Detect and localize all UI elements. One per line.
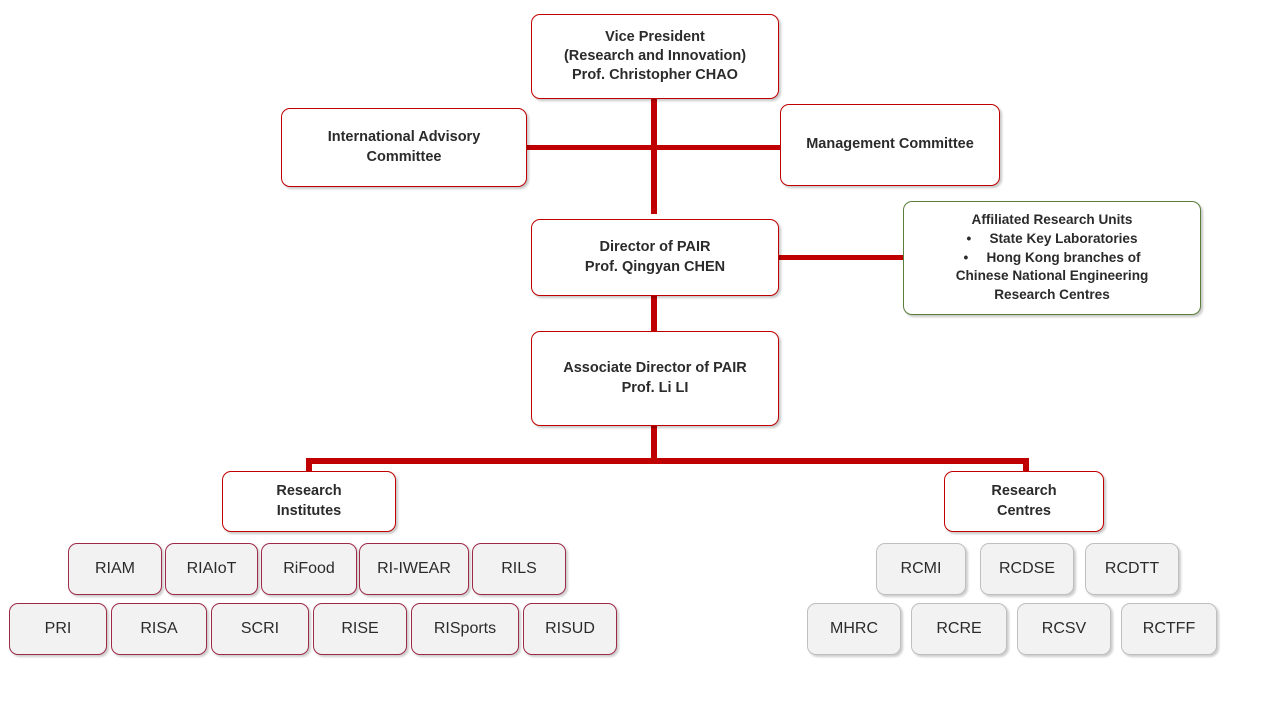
- institute-chip-riam[interactable]: RIAM: [68, 543, 162, 595]
- node-director-of-pair[interactable]: Director of PAIR Prof. Qingyan CHEN: [531, 219, 779, 296]
- centre-chip-rcre[interactable]: RCRE: [911, 603, 1007, 655]
- bullet-glyph-icon: •: [966, 230, 972, 246]
- node-management-committee[interactable]: Management Committee: [780, 104, 1000, 186]
- connector-associate-to-split: [651, 425, 657, 463]
- institute-chip-risa[interactable]: RISA: [111, 603, 207, 655]
- affiliated-bullet-2: • Hong Kong branches of: [910, 249, 1194, 268]
- vice-president-line-1: Vice President: [605, 28, 705, 45]
- advisory-committee-line-1: International Advisory: [327, 129, 481, 146]
- vice-president-line-2: (Research and Innovation): [563, 47, 747, 64]
- institute-chip-risports[interactable]: RISports: [411, 603, 519, 655]
- centre-chip-rcdse[interactable]: RCDSE: [980, 543, 1074, 595]
- centre-chip-label: MHRC: [830, 620, 878, 637]
- advisory-committee-line-2: Committee: [366, 148, 442, 165]
- institute-chip-label: RIAM: [95, 560, 135, 577]
- research-institutes-line-2: Institutes: [276, 502, 342, 519]
- director-line-2: Prof. Qingyan CHEN: [584, 258, 726, 275]
- centre-chip-rctff[interactable]: RCTFF: [1121, 603, 1217, 655]
- centre-chip-rcsv[interactable]: RCSV: [1017, 603, 1111, 655]
- institute-chip-label: RISA: [140, 620, 178, 637]
- node-affiliated-research-units[interactable]: Affiliated Research Units • State Key Lab…: [903, 201, 1201, 315]
- institute-chip-rils[interactable]: RILS: [472, 543, 566, 595]
- connector-split-bar: [306, 458, 1029, 464]
- connector-split-to-centres: [1023, 458, 1029, 473]
- centre-chip-rcmi[interactable]: RCMI: [876, 543, 966, 595]
- connector-split-to-institutes: [306, 458, 312, 473]
- research-centres-line-2: Centres: [997, 502, 1051, 519]
- centre-chip-label: RCSV: [1041, 620, 1087, 637]
- connector-vp-to-director: [651, 98, 657, 214]
- research-centres-line-1: Research: [991, 483, 1057, 500]
- institute-chip-label: SCRI: [240, 620, 280, 637]
- node-associate-director-of-pair[interactable]: Associate Director of PAIR Prof. Li LI: [531, 331, 779, 426]
- associate-director-line-2: Prof. Li LI: [621, 379, 689, 396]
- affiliated-bullet-1: • State Key Laboratories: [910, 230, 1194, 249]
- affiliated-bullet-2-cont-2: Research Centres: [994, 287, 1110, 303]
- node-research-institutes[interactable]: Research Institutes: [222, 471, 396, 532]
- vice-president-line-3: Prof. Christopher CHAO: [572, 67, 738, 84]
- node-international-advisory-committee[interactable]: International Advisory Committee: [281, 108, 527, 187]
- institute-chip-rise[interactable]: RISE: [313, 603, 407, 655]
- institute-chip-riaiot[interactable]: RIAIoT: [165, 543, 258, 595]
- affiliated-bullet-2-label: Hong Kong branches of: [986, 249, 1141, 265]
- associate-director-line-1: Associate Director of PAIR: [563, 360, 747, 377]
- connector-committees-horizontal: [526, 145, 782, 150]
- institute-chip-label: RIAIoT: [186, 560, 237, 577]
- director-line-1: Director of PAIR: [599, 239, 711, 256]
- institute-chip-label: RILS: [501, 560, 537, 577]
- node-vice-president[interactable]: Vice President (Research and Innovation)…: [531, 14, 779, 99]
- centre-chip-rcdtt[interactable]: RCDTT: [1085, 543, 1179, 595]
- node-research-centres[interactable]: Research Centres: [944, 471, 1104, 532]
- institute-chip-label: PRI: [44, 620, 72, 637]
- institute-chip-risud[interactable]: RISUD: [523, 603, 617, 655]
- centre-chip-label: RCMI: [900, 560, 942, 577]
- affiliated-bullet-2-cont-1: Chinese National Engineering: [955, 268, 1149, 284]
- research-institutes-line-1: Research: [276, 483, 342, 500]
- institute-chip-ri-iwear[interactable]: RI-IWEAR: [359, 543, 469, 595]
- institute-chip-label: RiFood: [283, 560, 335, 577]
- centre-chip-label: RCDSE: [998, 560, 1055, 577]
- affiliated-bullet-1-label: State Key Laboratories: [989, 230, 1138, 246]
- institute-chip-pri[interactable]: PRI: [9, 603, 107, 655]
- institute-chip-scri[interactable]: SCRI: [211, 603, 309, 655]
- management-committee-line-1: Management Committee: [806, 136, 974, 153]
- institute-chip-label: RI-IWEAR: [377, 560, 451, 577]
- institute-chip-label: RISports: [433, 620, 497, 637]
- institute-chip-rifood[interactable]: RiFood: [261, 543, 357, 595]
- centre-chip-label: RCTFF: [1142, 620, 1196, 637]
- centre-chip-label: RCDTT: [1104, 560, 1160, 577]
- institute-chip-label: RISE: [341, 620, 379, 637]
- affiliated-heading: Affiliated Research Units: [971, 212, 1133, 228]
- institute-chip-label: RISUD: [545, 620, 595, 637]
- bullet-glyph-icon-2: •: [963, 249, 969, 265]
- connector-director-to-affiliated: [777, 255, 905, 260]
- centre-chip-label: RCRE: [936, 620, 982, 637]
- centre-chip-mhrc[interactable]: MHRC: [807, 603, 901, 655]
